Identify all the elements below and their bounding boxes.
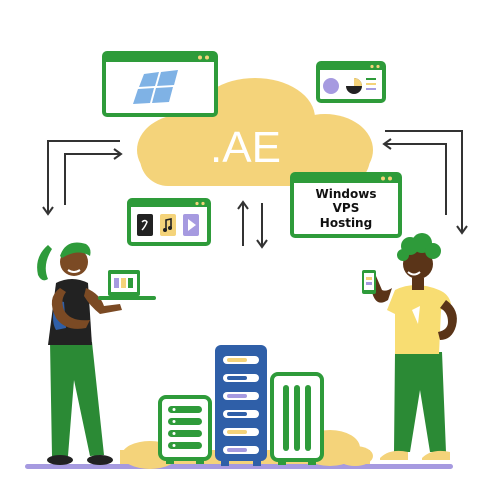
hosting-line-2: VPS [333,201,360,215]
chart-window [316,61,386,103]
man-figure [362,233,457,460]
hosting-line-1: Windows [316,187,377,201]
cloud-label: .AE [210,123,281,172]
windows-logo-icon [133,70,178,104]
ground-line [25,464,453,469]
server-small-left [158,395,212,464]
arrows [42,130,468,249]
pie-chart-icon [323,78,362,94]
media-window [127,198,211,246]
woman-figure [37,242,156,465]
server-tall-center [215,345,267,466]
left-arrow-outer [47,140,120,213]
right-arrow-inner [385,143,447,215]
server-small-right [270,372,324,465]
left-arrow-inner [64,153,120,205]
hosting-line-3: Hosting [320,216,372,230]
music-note-icon [160,214,176,236]
hosting-window [290,172,402,238]
windows-window [102,51,218,117]
right-arrow-outer [385,130,463,232]
